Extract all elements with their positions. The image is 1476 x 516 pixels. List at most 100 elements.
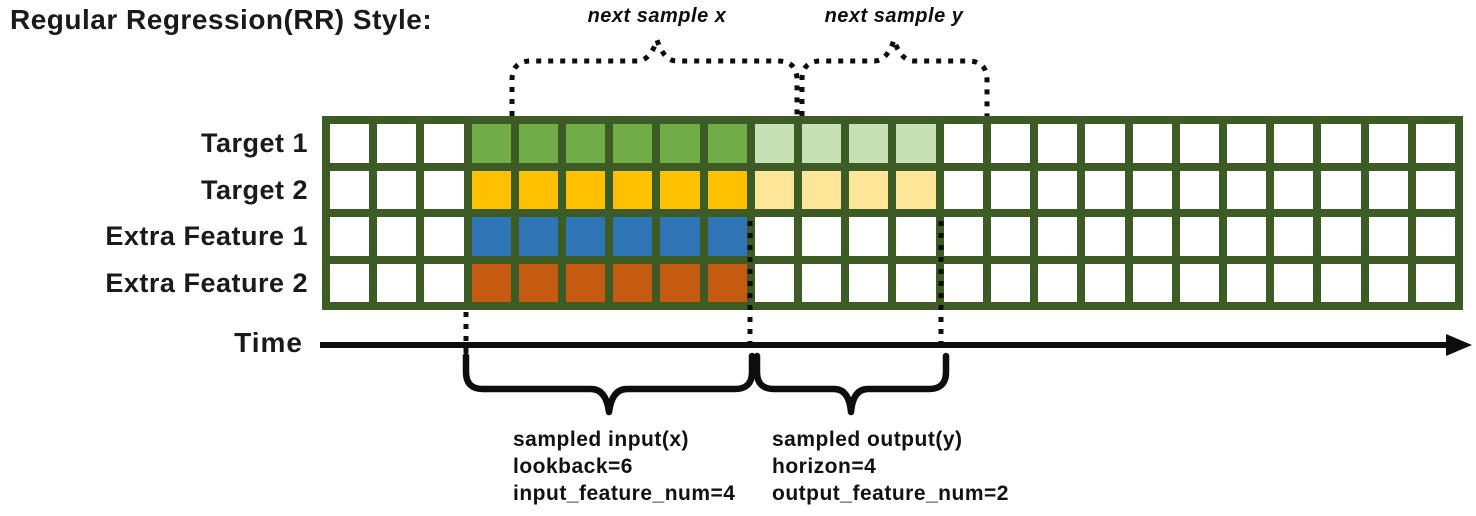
grid-cell-r3-c1 (330, 217, 370, 256)
grid-cell-r3-c24 (1415, 217, 1455, 256)
grid-cell-r1-c22 (1321, 124, 1361, 163)
grid-cell-r1-c7 (613, 124, 653, 163)
grid-cell-r2-c24 (1415, 170, 1455, 209)
grid-cell-r3-c13 (896, 217, 936, 256)
grid-cell-r2-c23 (1368, 170, 1408, 209)
diagram-title: Regular Regression(RR) Style: (10, 4, 433, 35)
grid-cell-r3-c9 (707, 217, 747, 256)
next-sample-y-label: next sample y (824, 5, 964, 27)
grid-cell-r3-c7 (613, 217, 653, 256)
grid-cell-r4-c3 (424, 263, 464, 302)
sampled-input-annotation: sampled input(x) lookback=6 input_featur… (513, 426, 735, 507)
sampled-input-line-2: lookback=6 (513, 455, 633, 478)
grid-cell-r2-c17 (1085, 170, 1125, 209)
grid-cell-r1-c21 (1274, 124, 1314, 163)
grid-cell-r1-c9 (707, 124, 747, 163)
grid-cell-r2-c4 (471, 170, 511, 209)
grid-cell-r4-c4 (471, 263, 511, 302)
grid-cell-r3-c8 (660, 217, 700, 256)
grid-cell-r4-c24 (1415, 263, 1455, 302)
sampled-output-annotation: sampled output(y) horizon=4 output_featu… (772, 426, 1009, 507)
grid-cell-r4-c1 (330, 263, 370, 302)
row-label-target-1: Target 1 (200, 128, 308, 158)
grid-cell-r2-c1 (330, 170, 370, 209)
time-axis-label: Time (234, 327, 303, 358)
grid-cell-r4-c10 (754, 263, 795, 302)
grid-cell-r4-c23 (1368, 263, 1408, 302)
sampled-output-brace (753, 352, 950, 416)
grid-cell-r1-c24 (1415, 124, 1455, 163)
grid-cell-r2-c7 (613, 170, 653, 209)
grid-cell-r3-c11 (802, 217, 842, 256)
row-label-extra-feature-2: Extra Feature 2 (105, 268, 308, 298)
grid-cell-r3-c18 (1132, 217, 1172, 256)
grid-cell-r4-c20 (1226, 263, 1267, 302)
grid-cell-r1-c11 (802, 124, 842, 163)
grid-cell-r3-c4 (471, 217, 511, 256)
row-label-extra-feature-1: Extra Feature 1 (105, 221, 308, 251)
grid-cell-r2-c10 (754, 170, 795, 209)
grid-cell-r1-c17 (1085, 124, 1125, 163)
grid-cell-r3-c15 (990, 217, 1031, 256)
grid-cell-r1-c8 (660, 124, 700, 163)
grid-cell-r1-c12 (849, 124, 889, 163)
time-axis-arrowhead (1446, 334, 1472, 356)
grid-cell-r1-c10 (754, 124, 795, 163)
grid-cell-r2-c16 (1038, 170, 1078, 209)
grid-cell-r4-c6 (566, 263, 606, 302)
grid-cell-r4-c22 (1321, 263, 1361, 302)
grid-cell-r4-c7 (613, 263, 653, 302)
grid-cell-r2-c18 (1132, 170, 1172, 209)
grid-cell-r2-c12 (849, 170, 889, 209)
grid-cell-r2-c5 (518, 170, 559, 209)
row-label-target-2: Target 2 (200, 175, 308, 205)
grid-cell-r3-c10 (754, 217, 795, 256)
grid-cell-r4-c16 (1038, 263, 1078, 302)
sampled-output-line-1: sampled output(y) (772, 428, 963, 451)
grid-cell-r1-c5 (518, 124, 559, 163)
grid-cell-r4-c11 (802, 263, 842, 302)
grid-cell-r2-c13 (896, 170, 936, 209)
grid-cell-r3-c12 (849, 217, 889, 256)
grid-cell-r1-c4 (471, 124, 511, 163)
next-sample-y-brace (799, 32, 990, 116)
grid-cell-r3-c2 (377, 217, 417, 256)
sampled-input-line-3: input_feature_num=4 (513, 482, 736, 505)
grid-cell-r4-c5 (518, 263, 559, 302)
grid-cell-r3-c6 (566, 217, 606, 256)
sample-grid (322, 116, 1463, 310)
grid-cell-r3-c16 (1038, 217, 1078, 256)
next-sample-x-label: next sample x (587, 5, 727, 27)
sampled-input-brace (462, 352, 756, 416)
sampled-output-line-3: output_feature_num=2 (772, 482, 1009, 505)
grid-cell-r1-c16 (1038, 124, 1078, 163)
grid-cell-r3-c21 (1274, 217, 1314, 256)
grid-cell-r4-c19 (1179, 263, 1219, 302)
grid-cell-r4-c18 (1132, 263, 1172, 302)
grid-cell-r4-c14 (943, 263, 983, 302)
grid-cell-r4-c21 (1274, 263, 1314, 302)
grid-cell-r3-c20 (1226, 217, 1267, 256)
grid-cell-r4-c13 (896, 263, 936, 302)
grid-cell-r1-c20 (1226, 124, 1267, 163)
grid-cell-r3-c23 (1368, 217, 1408, 256)
grid-cell-r2-c19 (1179, 170, 1219, 209)
sampled-input-line-1: sampled input(x) (513, 428, 690, 451)
grid-cell-r1-c3 (424, 124, 464, 163)
grid-cell-r2-c20 (1226, 170, 1267, 209)
grid-cell-r3-c22 (1321, 217, 1361, 256)
grid-cell-r1-c2 (377, 124, 417, 163)
grid-cell-r1-c19 (1179, 124, 1219, 163)
grid-cell-r4-c8 (660, 263, 700, 302)
grid-cell-r2-c11 (802, 170, 842, 209)
grid-cell-r1-c23 (1368, 124, 1408, 163)
grid-cell-r2-c9 (707, 170, 747, 209)
grid-cell-r2-c6 (566, 170, 606, 209)
grid-cell-r4-c2 (377, 263, 417, 302)
sampled-output-line-2: horizon=4 (772, 455, 877, 478)
grid-cell-r1-c14 (943, 124, 983, 163)
grid-cell-r3-c17 (1085, 217, 1125, 256)
grid-cell-r3-c3 (424, 217, 464, 256)
grid-cell-r2-c14 (943, 170, 983, 209)
